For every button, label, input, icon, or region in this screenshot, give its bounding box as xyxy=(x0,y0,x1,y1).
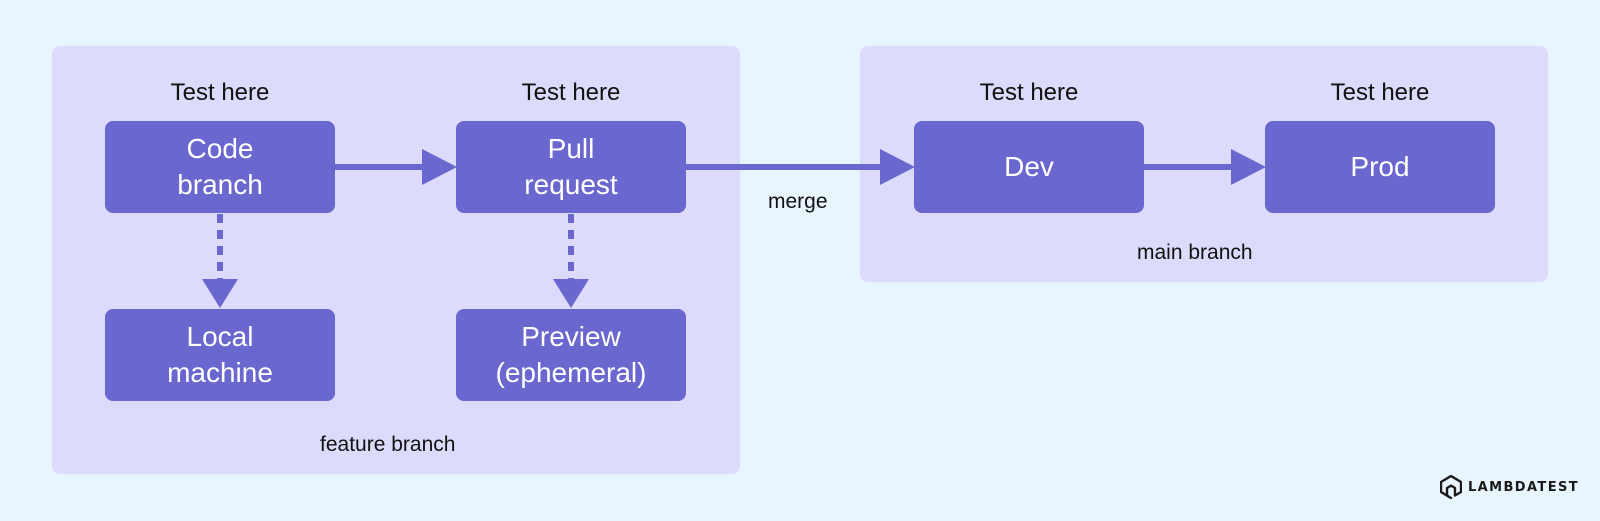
test-here-label: Test here xyxy=(979,79,1079,106)
lambdatest-logo-icon xyxy=(1440,475,1462,499)
merge-label: merge xyxy=(768,190,828,213)
feature-branch-group xyxy=(52,46,740,474)
node-prod: Prod xyxy=(1265,121,1495,213)
node-local-machine: Local machine xyxy=(105,309,335,401)
logo-text: LAMBDATEST xyxy=(1468,479,1580,495)
arrow-pr-to-dev-merge xyxy=(686,149,915,185)
node-label-line: Prod xyxy=(1350,151,1410,182)
node-label-line: Preview xyxy=(521,321,621,352)
node-code-branch: Code branch xyxy=(105,121,335,213)
test-here-label: Test here xyxy=(521,79,621,106)
main-branch-label: main branch xyxy=(1137,241,1253,264)
node-pull-request: Pull request xyxy=(456,121,686,213)
lambdatest-logo: LAMBDATEST xyxy=(1440,474,1579,500)
arrow-code-to-pr xyxy=(335,149,457,185)
node-label-line: Code xyxy=(186,133,254,164)
node-label-line: machine xyxy=(167,357,273,388)
node-preview: Preview (ephemeral) xyxy=(456,309,686,401)
node-label-line: Pull xyxy=(547,133,595,164)
dashed-arrow-code-to-local xyxy=(202,214,238,308)
dashed-arrow-pr-to-preview xyxy=(553,214,589,308)
feature-branch-label: feature branch xyxy=(320,433,456,456)
arrow-dev-to-prod xyxy=(1144,149,1266,185)
node-label-line: branch xyxy=(177,169,263,200)
node-label-line: Dev xyxy=(1004,151,1054,182)
test-here-label: Test here xyxy=(1330,79,1430,106)
node-dev: Dev xyxy=(914,121,1144,213)
test-here-label: Test here xyxy=(170,79,270,106)
node-label-line: Local xyxy=(186,321,254,352)
node-label-line: (ephemeral) xyxy=(495,357,647,388)
node-label-line: request xyxy=(524,169,618,200)
